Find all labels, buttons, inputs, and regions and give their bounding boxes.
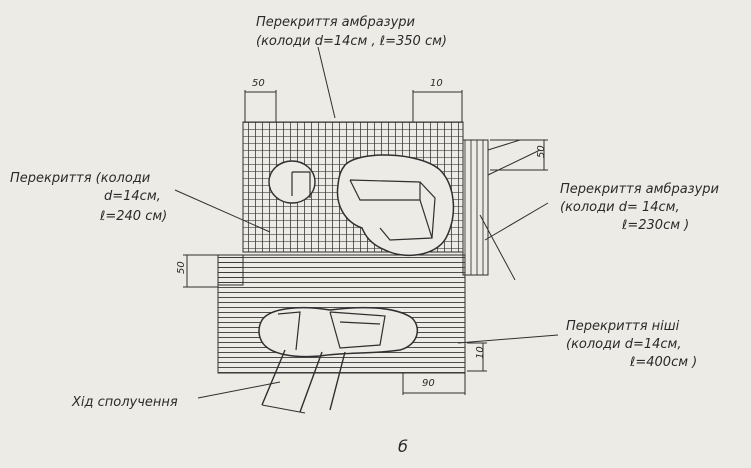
label-right-sub2: ℓ=230см ) bbox=[621, 218, 689, 233]
label-niche-sub1: (колоди d=14см, bbox=[566, 337, 681, 352]
label-top-sub: (колоди d=14см , ℓ=350 см) bbox=[256, 34, 447, 49]
right-log-strip bbox=[462, 139, 489, 276]
label-left-sub2: ℓ=240 см) bbox=[99, 209, 167, 224]
label-right-sub1: (колоди d= 14см, bbox=[560, 200, 680, 215]
figure-caption: б bbox=[398, 437, 408, 456]
label-left-title: Перекриття (колоди bbox=[10, 171, 150, 186]
dim-top-left: 50 bbox=[252, 78, 265, 89]
niche-opening bbox=[258, 306, 419, 358]
dim-bottom-right-h: 90 bbox=[422, 378, 435, 389]
label-top-title: Перекриття амбразури bbox=[256, 15, 415, 30]
label-niche-sub2: ℓ=400см ) bbox=[629, 355, 697, 370]
label-left-sub1: d=14см, bbox=[104, 189, 161, 204]
dim-left-mid: 50 bbox=[176, 261, 187, 274]
dim-top-right: 10 bbox=[430, 78, 443, 89]
lower-left-ledge bbox=[217, 254, 244, 286]
dim-right-top: 50 bbox=[536, 145, 547, 158]
label-niche-title: Перекриття ніші bbox=[566, 319, 680, 334]
dim-bottom-right-v: 10 bbox=[475, 346, 486, 359]
label-right-title: Перекриття амбразури bbox=[560, 182, 719, 197]
label-bottom: Хід сполучення bbox=[71, 395, 178, 410]
